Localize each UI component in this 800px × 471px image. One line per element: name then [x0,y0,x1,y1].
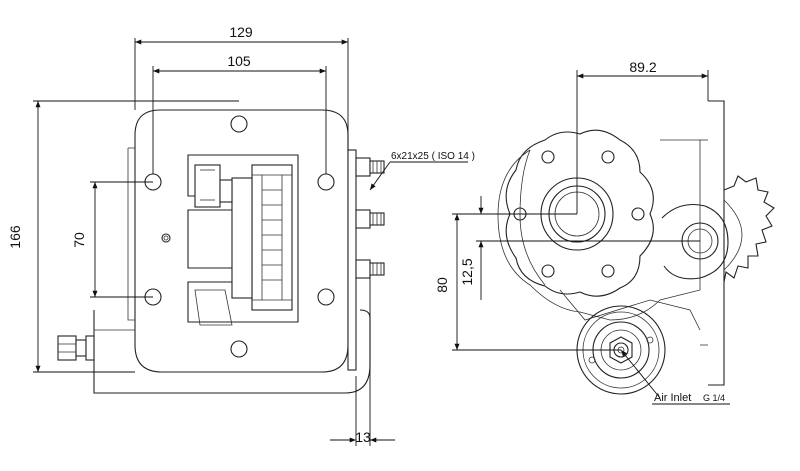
dim-label-166: 166 [7,225,23,249]
stud-callout: 6x21x25 ( ISO 14 ) [369,151,475,191]
drive-gear [723,175,775,283]
stud-callout-label: 6x21x25 ( ISO 14 ) [391,151,475,162]
air-inlet-label: Air Inlet [654,392,691,404]
housing-outline [497,139,701,321]
mounting-flange [134,109,349,373]
shaft-lobe [661,203,729,280]
dim-label-70: 70 [71,232,87,248]
dim-label-129: 129 [229,24,253,40]
dim-12-5: 12,5 [459,196,700,300]
air-inlet-thread: G 1/4 [703,393,725,403]
dim-label-12-5: 12,5 [459,258,475,285]
shift-lever [194,289,233,326]
lower-arm [559,289,701,331]
dim-label-89-2: 89.2 [629,59,656,75]
side-plate [708,100,725,386]
dim-label-105: 105 [227,53,251,69]
left-view: 129 105 166 70 13 [7,24,475,446]
flange-edge [127,147,135,321]
dim-80: 80 [434,213,621,351]
dim-105: 105 [152,53,327,174]
dim-166: 166 [7,100,239,373]
dim-89-2: 89.2 [576,59,709,214]
dim-70: 70 [71,181,153,298]
air-fitting [57,335,95,361]
right-view: 89.2 80 12,5 Air Inlet G 1/4 [434,59,775,405]
dim-label-13: 13 [355,429,371,445]
dim-129: 129 [134,24,349,150]
gear [194,164,293,311]
air-inlet-callout: Air Inlet G 1/4 [620,349,730,405]
dim-label-80: 80 [434,277,450,293]
studs [347,149,385,371]
dim-13: 13 [330,275,395,446]
